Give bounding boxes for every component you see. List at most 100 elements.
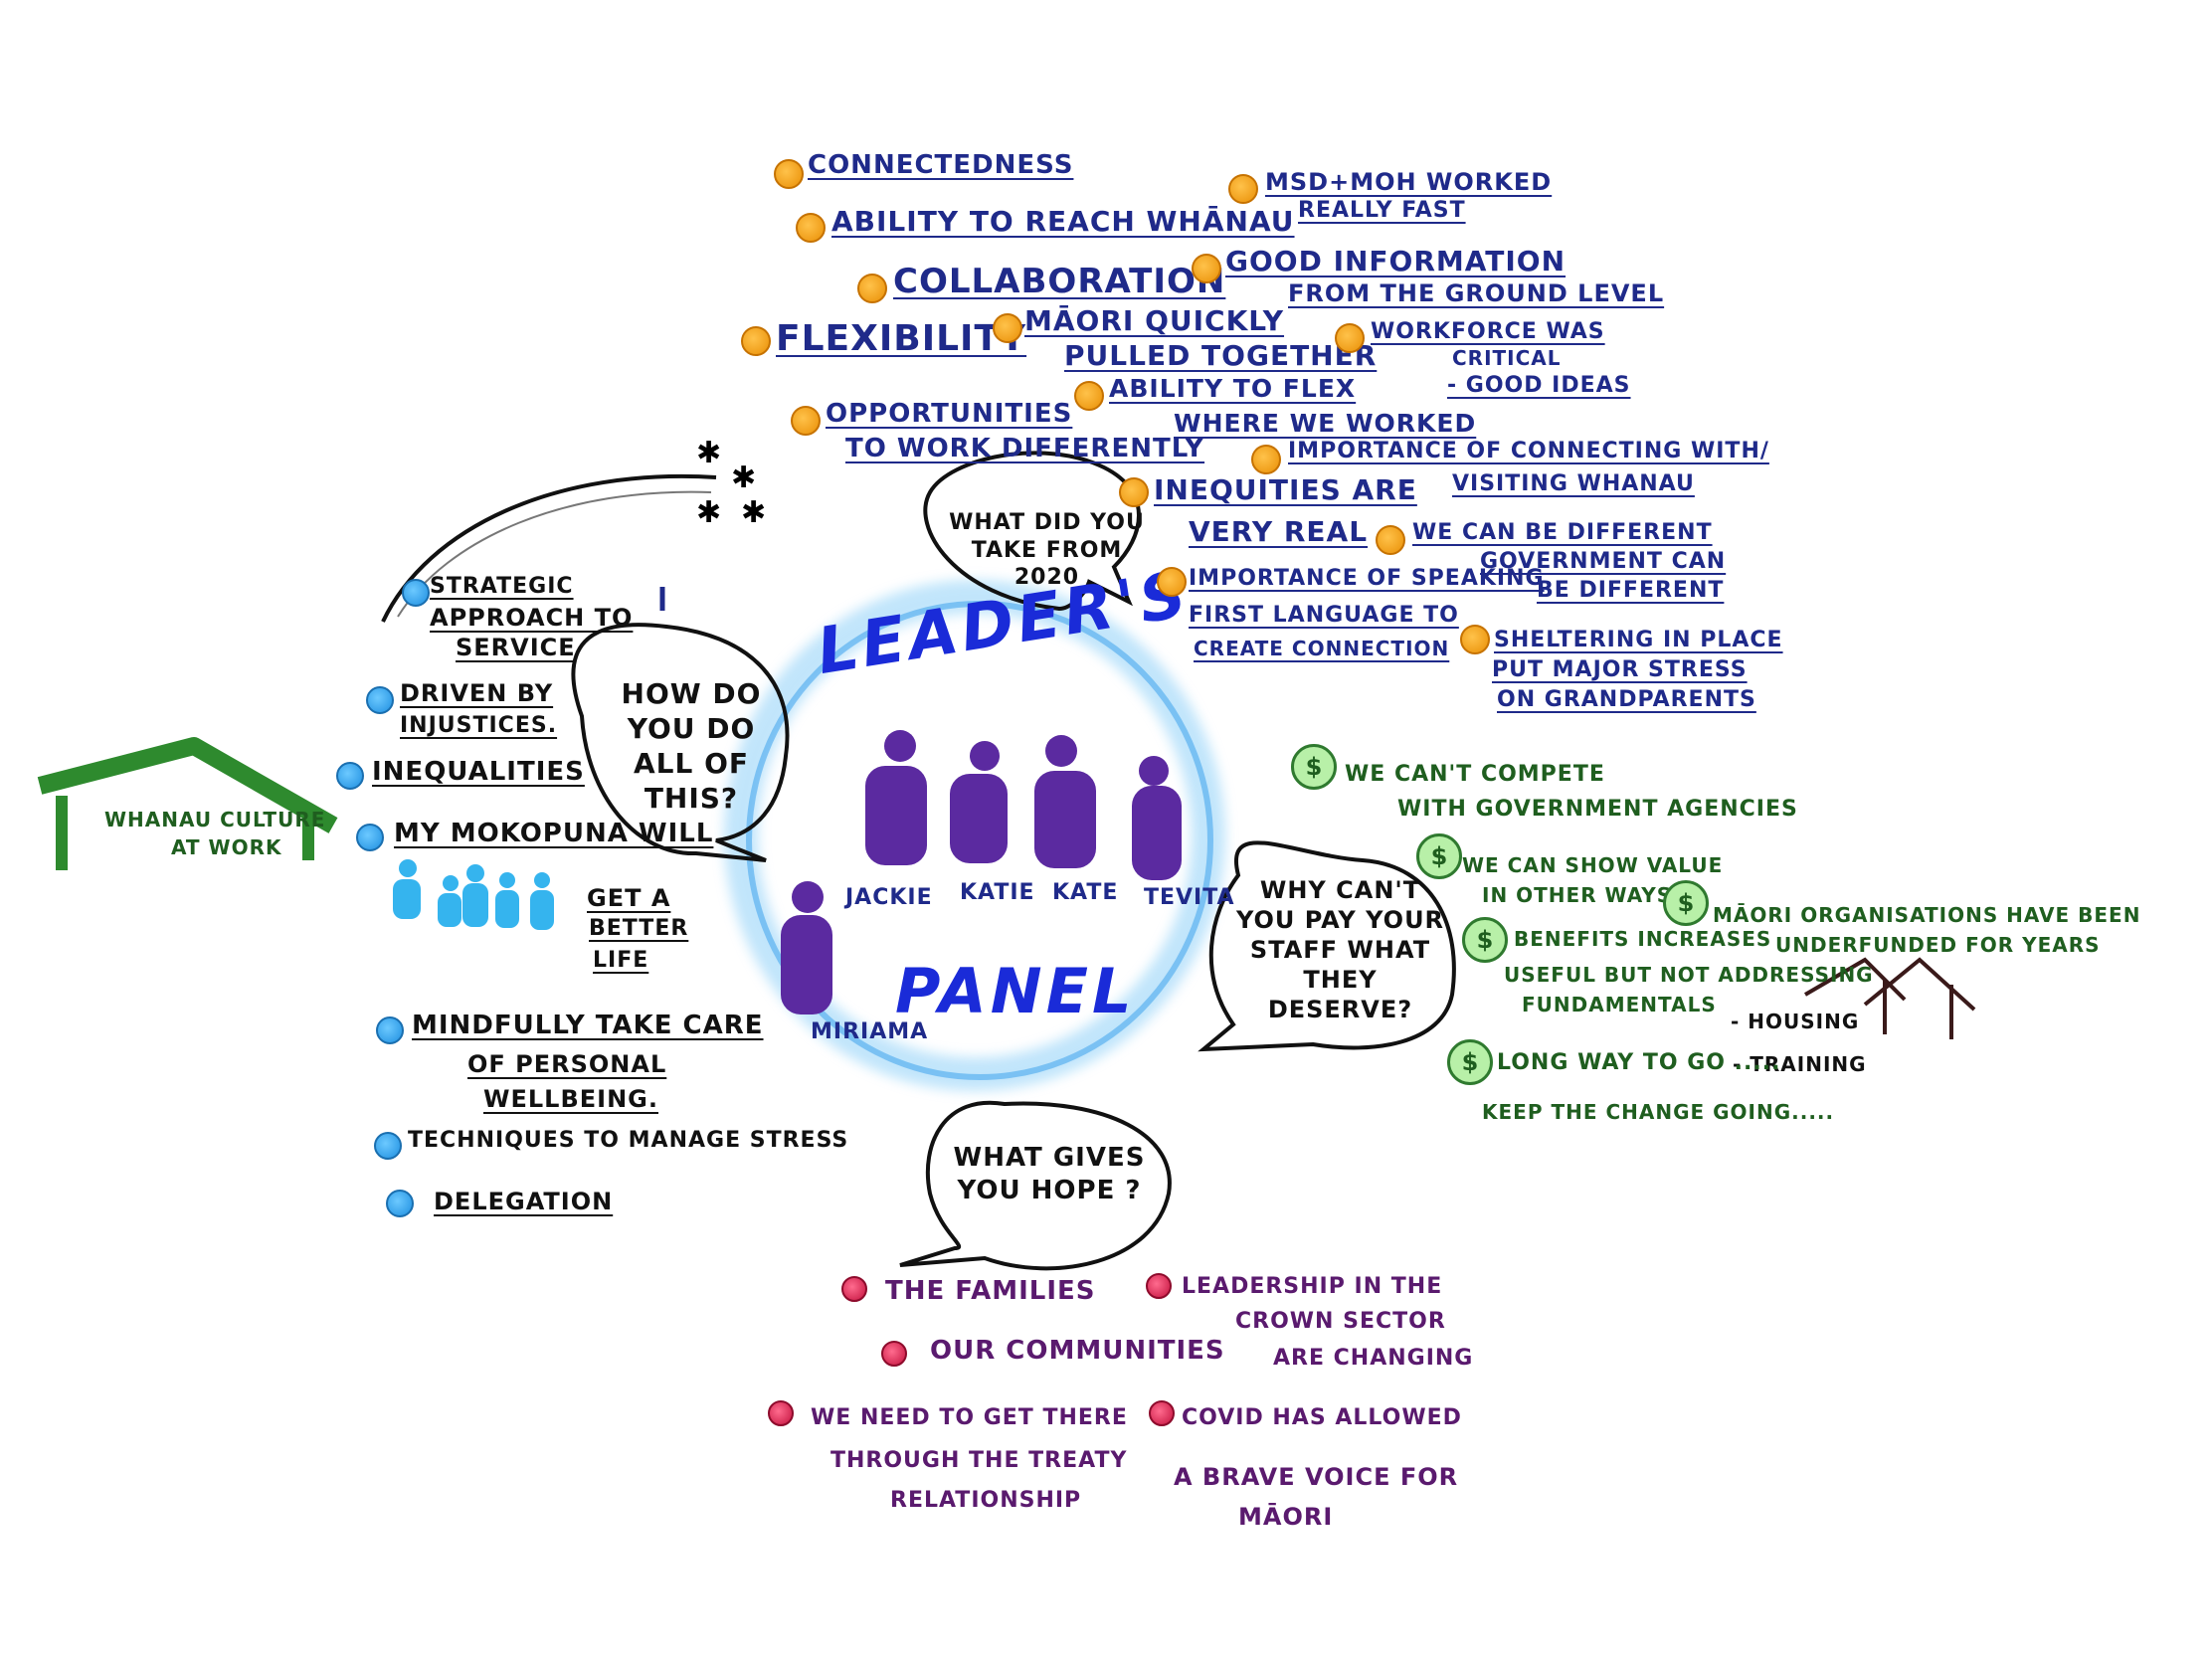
name-kate: KATE <box>1052 880 1119 905</box>
dollar-icon: $ <box>1663 880 1709 926</box>
house-label-line2: AT WORK <box>171 835 282 859</box>
question-what-gives-hope: WHAT GIVES YOU HOPE ? <box>953 1143 1146 1205</box>
dollar-icon: $ <box>1416 833 1462 879</box>
takeaway-grandparents: ON GRANDPARENTS <box>1497 687 1756 712</box>
takeaway-workforce: WORKFORCE WAS <box>1371 319 1605 344</box>
takeaway-flexibility: FLEXIBILITY <box>776 318 1027 359</box>
takeaway-be-different: BE DIFFERENT <box>1537 578 1725 603</box>
pay-useful: USEFUL BUT NOT ADDRESSING <box>1504 963 1874 987</box>
bullet-dot <box>336 762 364 790</box>
takeaway-pulled-together: PULLED TOGETHER <box>1064 339 1378 372</box>
takeaway-opportunities: OPPORTUNITIES <box>826 399 1073 429</box>
takeaway-importance-connecting: IMPORTANCE OF CONNECTING WITH/ <box>1288 439 1769 463</box>
how-delegation: DELEGATION <box>434 1188 614 1215</box>
how-wellbeing: WELLBEING. <box>483 1085 658 1113</box>
takeaway-create-connection: CREATE CONNECTION <box>1194 637 1450 660</box>
bullet-dot <box>1460 625 1490 654</box>
pay-long-way: LONG WAY TO GO ..... <box>1497 1050 1781 1075</box>
figure-kate <box>1034 735 1096 868</box>
takeaway-msd-moh: MSD+MOH WORKED <box>1265 168 1553 196</box>
bullet-dot <box>1157 567 1187 597</box>
hope-changing: ARE CHANGING <box>1273 1346 1474 1371</box>
bullet-dot <box>768 1400 794 1426</box>
bubble-why-cant-you <box>1198 840 1456 1052</box>
figure-katie <box>950 741 1008 863</box>
takeaway-visiting-whanau: VISITING WHANAU <box>1452 471 1695 496</box>
bullet-dot <box>1251 445 1281 474</box>
takeaway-major-stress: PUT MAJOR STRESS <box>1492 657 1748 682</box>
svg-text:✱: ✱ <box>731 461 756 495</box>
takeaway-first-language: FIRST LANGUAGE TO <box>1189 603 1459 628</box>
hope-communities: OUR COMMUNITIES <box>930 1336 1225 1366</box>
takeaway-collaboration: COLLABORATION <box>893 262 1226 301</box>
dollar-icon: $ <box>1447 1039 1493 1085</box>
takeaway-ability-to-flex: ABILITY TO FLEX <box>1109 374 1357 403</box>
house-icon <box>37 737 338 870</box>
bullet-dot <box>1228 174 1258 204</box>
takeaway-very-real: VERY REAL <box>1189 515 1369 548</box>
bubble-how-do-you <box>571 623 790 862</box>
how-mindfully: MINDFULLY TAKE CARE <box>412 1011 764 1040</box>
takeaway-critical: CRITICAL <box>1452 346 1562 370</box>
pay-maori-orgs: MĀORI ORGANISATIONS HAVE BEEN <box>1713 903 2141 927</box>
takeaway-reach-whanau: ABILITY TO REACH WHĀNAU <box>831 205 1295 238</box>
takeaway-maori-quickly: MĀORI QUICKLY <box>1024 304 1285 337</box>
pay-benefits: BENEFITS INCREASES <box>1514 927 1772 951</box>
panelist-figures <box>781 730 1182 1014</box>
bullet-dot <box>741 326 771 356</box>
takeaway-importance-speaking: IMPORTANCE OF SPEAKING <box>1189 566 1545 591</box>
hope-crown-sector: CROWN SECTOR <box>1235 1309 1446 1334</box>
takeaway-work-differently: TO WORK DIFFERENTLY <box>845 434 1205 463</box>
pay-underfunded: UNDERFUNDED FOR YEARS <box>1775 933 2101 957</box>
hope-treaty-1: WE NEED TO GET THERE <box>811 1405 1128 1430</box>
question-why-cant-you-pay: WHY CAN'T YOU PAY YOUR STAFF WHAT THEY D… <box>1235 876 1445 1023</box>
bullet-dot <box>791 406 821 436</box>
pay-other-ways: IN OTHER WAYS <box>1482 883 1673 907</box>
takeaway-really-fast: REALLY FAST <box>1298 198 1466 223</box>
house-label-line1: WHANAU CULTURE <box>104 808 326 831</box>
how-service: SERVICE <box>456 634 576 661</box>
hope-leadership: LEADERSHIP IN THE <box>1182 1274 1443 1299</box>
hope-covid-1: COVID HAS ALLOWED <box>1182 1405 1462 1430</box>
hope-covid-2: A BRAVE VOICE FOR <box>1174 1463 1459 1491</box>
how-inequalities: INEQUALITIES <box>372 757 585 787</box>
bullet-dot <box>881 1341 907 1367</box>
bullet-dot <box>1119 477 1149 507</box>
takeaway-sheltering: SHELTERING IN PLACE <box>1494 628 1783 652</box>
bullet-dot <box>366 686 394 714</box>
bubble-what-did-you-take <box>923 451 1141 612</box>
svg-text:✱: ✱ <box>696 495 721 530</box>
how-injustices: INJUSTICES. <box>400 713 558 738</box>
pay-government-agencies: WITH GOVERNMENT AGENCIES <box>1397 797 1798 822</box>
bullet-dot <box>796 213 826 243</box>
bullet-dot <box>1074 381 1104 411</box>
figure-tevita <box>1132 756 1182 880</box>
how-better: BETTER <box>589 916 689 941</box>
hope-covid-3: MĀORI <box>1238 1503 1334 1531</box>
bullet-dot <box>376 1016 404 1044</box>
pay-keep-change: KEEP THE CHANGE GOING..... <box>1482 1100 1835 1124</box>
how-strategic: STRATEGIC <box>430 574 574 599</box>
dollar-icon: $ <box>1291 744 1337 790</box>
name-tevita: TEVITA <box>1144 885 1235 910</box>
svg-text:✱: ✱ <box>696 436 721 470</box>
takeaway-ground-level: FROM THE GROUND LEVEL <box>1288 279 1665 307</box>
center-ring <box>724 580 1225 1091</box>
name-katie: KATIE <box>960 880 1035 905</box>
how-techniques: TECHNIQUES TO MANAGE STRESS <box>408 1128 849 1153</box>
hope-families: THE FAMILIES <box>885 1276 1096 1306</box>
bullet-dot <box>374 1132 402 1160</box>
takeaway-good-ideas: - GOOD IDEAS <box>1447 373 1631 398</box>
takeaway-inequities: INEQUITIES ARE <box>1154 473 1417 506</box>
takeaway-government-can: GOVERNMENT CAN <box>1480 549 1727 574</box>
mokopuna-figures <box>393 859 554 930</box>
bullet-dot <box>386 1190 414 1217</box>
figure-miriama <box>781 881 832 1014</box>
dollar-icon: $ <box>1462 917 1508 963</box>
name-miriama: MIRIAMA <box>811 1019 929 1044</box>
svg-text:✱: ✱ <box>741 495 766 530</box>
question-how-do-you-do: HOW DO YOU DO ALL OF THIS? <box>621 677 762 815</box>
bullet-dot <box>1149 1400 1175 1426</box>
bullet-dot <box>1146 1273 1172 1299</box>
